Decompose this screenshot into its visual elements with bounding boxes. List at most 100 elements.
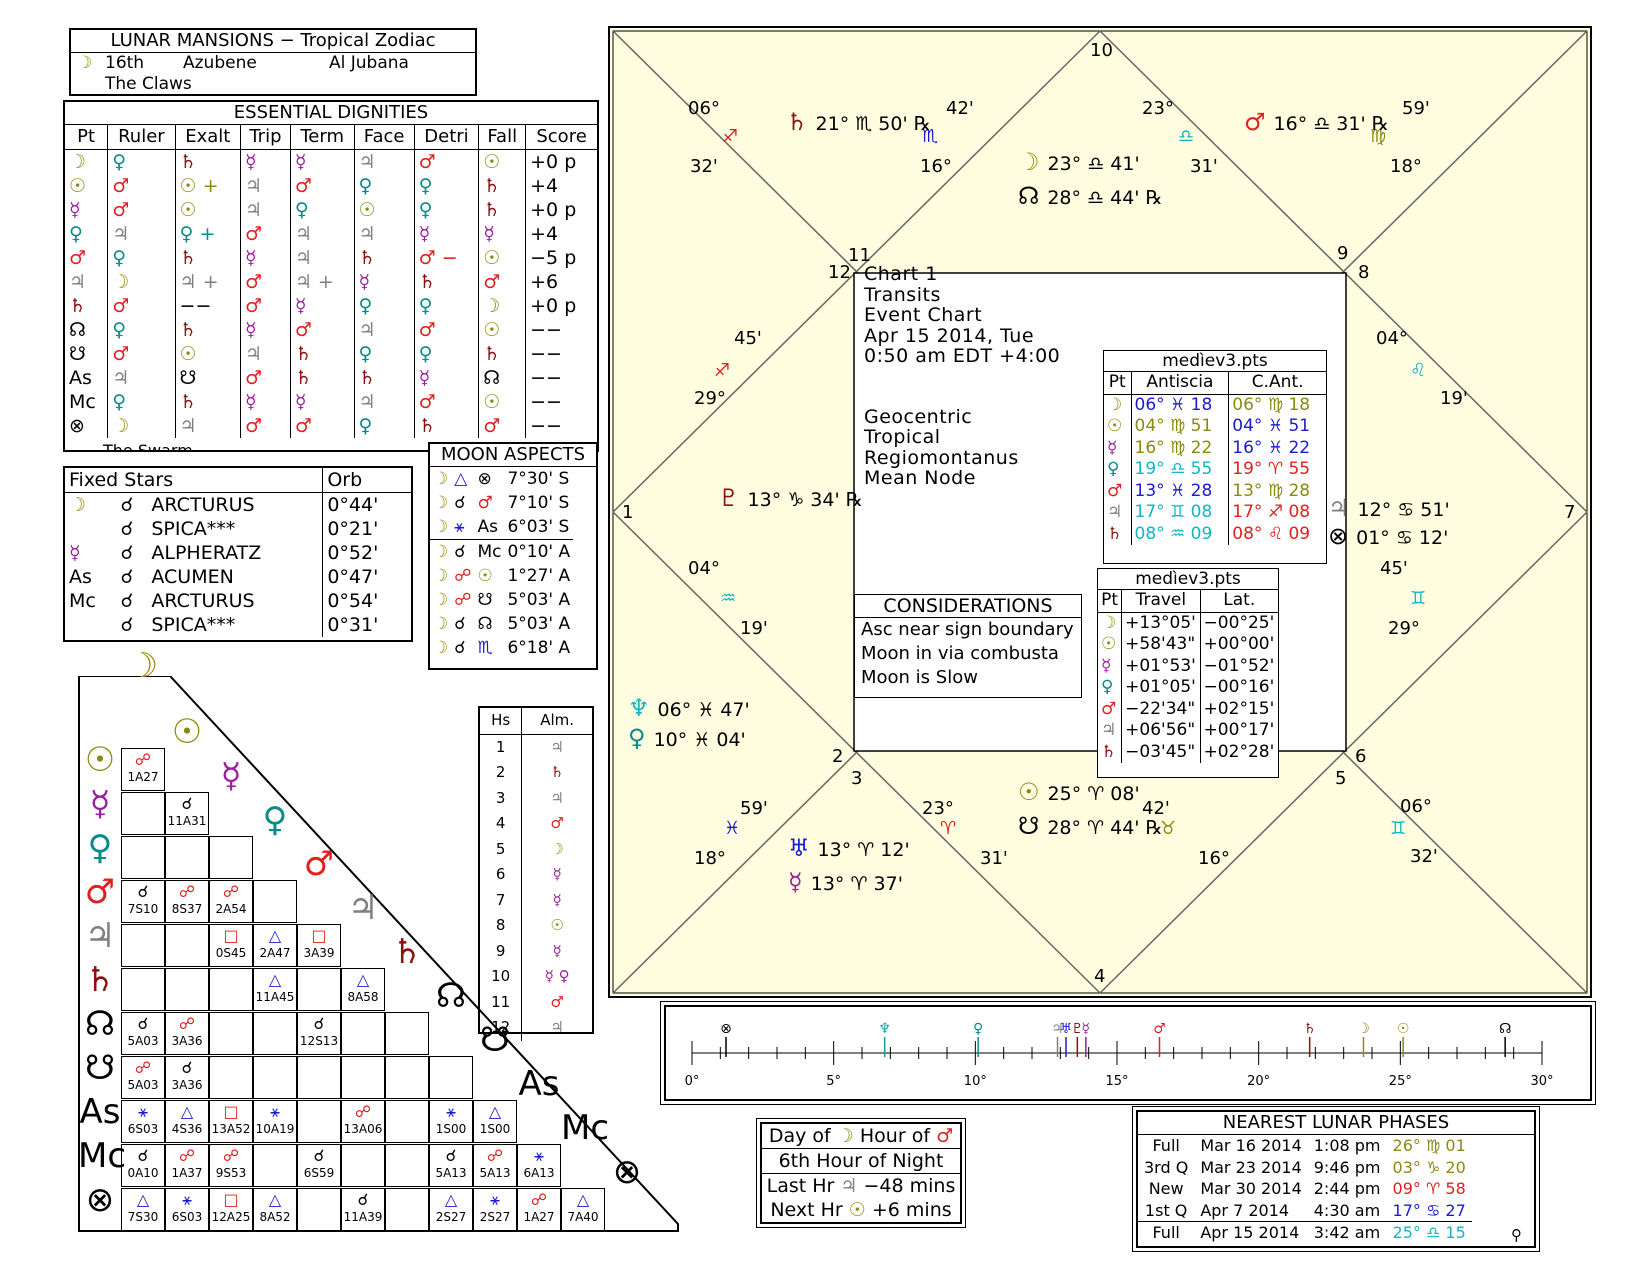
aspect-orb: 6S03 [127, 1122, 159, 1136]
lunar-phase-cell: Mar 16 2014 [1200, 1136, 1302, 1155]
dign-cell: ♄ [174, 318, 241, 342]
cusp-sign: ♐ [722, 126, 739, 147]
opposition-icon: ☍ [178, 1014, 196, 1033]
planet-entry: ♃12° ♋ 51' [1328, 494, 1450, 522]
planet-entry: ♂16° ♎ 31' ℞ [1244, 108, 1389, 136]
aspect-grid: ☽☉☉☍1A27☿☿☌11A31♀♀♂♂☌7S10☍8S37☍2A54♃♃□0S… [78, 646, 688, 1232]
aspect-orb: 0A10 [127, 1166, 159, 1180]
aspect-cell: ☍5A13 [473, 1144, 517, 1187]
ascendant-icon: As [79, 1092, 121, 1132]
almuten-row: 3♃ [480, 785, 592, 811]
medieval_travel-cell: +13°05' [1121, 612, 1201, 634]
almuten-cell: ☉ [521, 913, 592, 939]
venus-icon: ♀ [628, 724, 646, 752]
fixed-stars-header: Fixed Stars [69, 469, 174, 491]
north-node-icon: ☊ [435, 976, 467, 1016]
dign-cell: ☉ [69, 175, 87, 197]
dign-row: ☉♂☉ +♃♂♀♀♄+4 [65, 174, 597, 198]
dign-cell: ☉ [174, 198, 241, 222]
cusp-min: 31' [980, 848, 1008, 869]
venus-icon: ♀ [87, 828, 113, 868]
aspect-cell [297, 1056, 341, 1099]
dign-cell: ♂ [240, 414, 291, 438]
fixed-star-cell: 0°21' [322, 517, 411, 541]
moon-aspect-cell: ☋ [477, 590, 493, 610]
lunar-mansions-box: LUNAR MANSIONS − Tropical Zodiac ☽ 16th … [69, 28, 477, 96]
planet-entry: ♄21° ♏ 50' ℞ [786, 108, 931, 136]
moon-aspect-cell: ☽ [433, 614, 449, 634]
moon-aspect-cell: ☉ [477, 566, 493, 586]
almuten-cell: 7 [495, 890, 506, 909]
aspect-orb: 6S59 [303, 1166, 335, 1180]
lunar-phase-cell: 09° ♈ 58 [1392, 1179, 1466, 1198]
medieval_pts-cell: 13° ♍ 28 [1228, 480, 1326, 502]
aspect-orb: 11A45 [255, 990, 295, 1004]
dign-cell: −5 p [525, 246, 597, 270]
planet-position: 13° ♑ 34' ℞ [747, 489, 863, 511]
medieval_pts-cell: 17° ♊ 08 [1130, 502, 1229, 524]
aspect-cell [385, 1100, 429, 1143]
aspect-cell: ☌11A31 [165, 792, 209, 835]
mansion-number: 16th [105, 53, 145, 73]
aspect-cell [209, 1012, 253, 1055]
saturn-icon: ♄ [391, 932, 423, 972]
dign-cell: ♀ [107, 246, 176, 270]
dign-cell: ♀ [413, 198, 479, 222]
dign-cell: ♄ [413, 270, 479, 294]
part-of-fortune-icon: ⊗ [85, 1180, 115, 1220]
aspect-orb: 1S00 [435, 1122, 467, 1136]
moon-aspect-cell: 6°03' S [507, 517, 570, 537]
aspect-cell [209, 1056, 253, 1099]
cusp-deg: 04° [1376, 328, 1408, 349]
south-node-icon: ☋ [1018, 812, 1040, 840]
moon-aspect-cell: ☌ [454, 638, 466, 658]
aspect-cell: ☍13A06 [341, 1100, 385, 1143]
dign-cell: ♂ [413, 149, 479, 174]
medieval_pts-cell: 17° ♐ 08 [1228, 502, 1326, 524]
aspect-cell [253, 880, 297, 923]
dign-header: Term [289, 125, 355, 150]
aspect-cell: △1S00 [473, 1100, 517, 1143]
cusp-deg: 45' [1380, 558, 1408, 579]
lunar-phase-cell: 17° ♋ 27 [1392, 1200, 1466, 1220]
dign-cell: ☽ [107, 414, 176, 438]
conjunction-icon: ☌ [357, 1190, 369, 1209]
dign-cell: +0 p [525, 149, 597, 174]
moon-aspect-cell: 7°30' S [507, 469, 570, 489]
medieval_travel-header: Pt [1098, 590, 1122, 613]
almuten-cell: 3 [495, 788, 506, 807]
trine-icon: △ [444, 1190, 458, 1209]
almuten-box: Hs Alm. 1♃2♄3♃4♂5☽6☿7☿8☉9☿10☿ ♀11♂12♃ [478, 706, 594, 1041]
house-5-number: 5 [1335, 768, 1347, 789]
house-12-number: 12 [828, 262, 851, 283]
aspect-orb: 8A52 [259, 1210, 291, 1224]
alm-header: Alm. [521, 708, 592, 735]
aspect-cell [121, 924, 165, 967]
dign-cell: ♄ [478, 198, 526, 222]
consideration-line: Asc near sign boundary [861, 619, 1074, 640]
dign-cell: ☽ [478, 294, 526, 318]
medieval_travel-cell: +01°05' [1121, 677, 1201, 699]
aspect-cell: ☌11A39 [341, 1188, 385, 1231]
house-11-number: 11 [848, 245, 871, 266]
cusp-sign: ♎ [1178, 126, 1195, 147]
aspect-cell: □13A52 [209, 1100, 253, 1143]
dign-cell: ☿ [240, 246, 291, 270]
medieval_travel-row: ☉+58'43"+00°00' [1098, 634, 1278, 656]
fixed-star-row: ☌SPICA***0°21' [65, 517, 411, 541]
uranus-icon: ♅ [788, 834, 810, 862]
fixed-star-cell: 0°52' [322, 541, 411, 565]
aspect-orb: 11A39 [343, 1210, 383, 1224]
dign-cell: ♄ [289, 342, 355, 366]
dign-cell: −− [525, 342, 597, 366]
dign-cell: ♃ [289, 222, 355, 246]
aspect-orb: 7A40 [567, 1210, 599, 1224]
aspect-orb: 2S27 [479, 1210, 511, 1224]
lunar-phase-cell: Apr 7 2014 [1200, 1200, 1290, 1220]
